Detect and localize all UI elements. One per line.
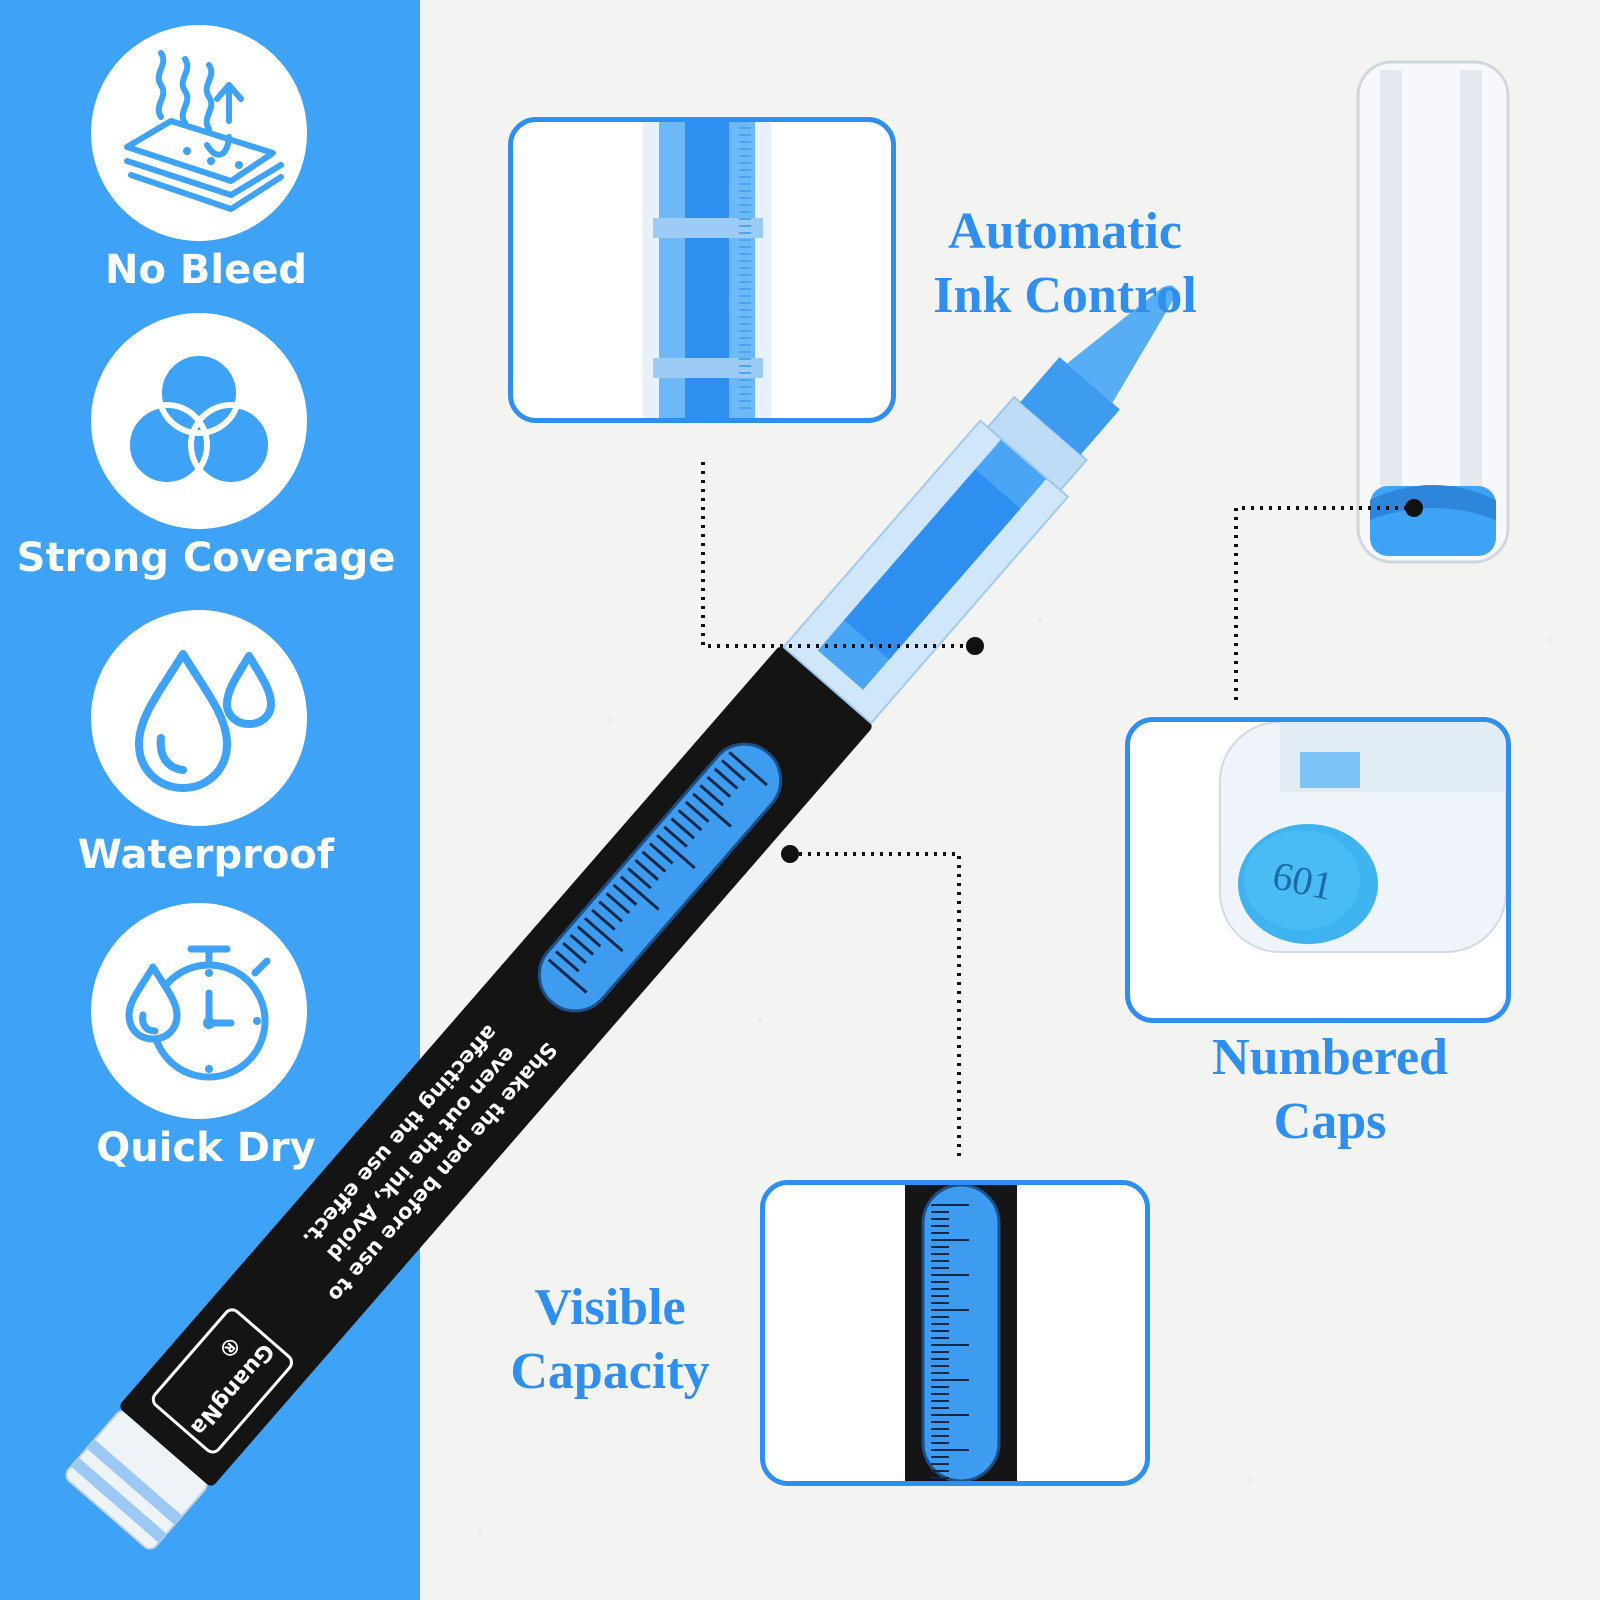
ink-feed-closeup	[643, 122, 771, 418]
leader-dot	[1405, 499, 1423, 517]
feature-label: Quick Dry	[96, 1125, 316, 1171]
feature-label: Strong Coverage	[16, 535, 396, 581]
pen-cap	[1356, 60, 1510, 564]
feature-badge	[91, 25, 307, 241]
no-bleed-icon	[124, 50, 284, 212]
graduation-tick	[583, 917, 624, 953]
graduation-tick	[728, 751, 768, 787]
graduation-tick	[591, 908, 616, 931]
graduation-tick	[612, 883, 638, 906]
graduation-tick	[677, 809, 703, 832]
stopwatch-drop-icon	[125, 945, 271, 1081]
graduation-tick	[547, 958, 588, 994]
ink-control-inset	[508, 117, 896, 423]
callout-visible-capacity: Visible Capacity	[490, 1276, 730, 1404]
callout-line: Caps	[1273, 1093, 1387, 1150]
graduation-tick	[713, 767, 739, 790]
graduation-tick	[555, 950, 580, 973]
graduation-tick	[721, 759, 746, 782]
graduation-tick	[562, 942, 587, 964]
cap-closeup: 601	[1219, 722, 1506, 953]
feature-badge	[91, 610, 307, 826]
graduation-tick	[598, 900, 623, 923]
feature-label: Waterproof	[77, 832, 335, 878]
graduation-tick	[619, 875, 660, 911]
graduation-tick	[706, 775, 732, 798]
graduation-tick	[605, 892, 631, 915]
callout-line: Capacity	[510, 1343, 710, 1400]
ink-window	[537, 742, 783, 1013]
callout-line: Automatic	[948, 203, 1182, 260]
feature-badge	[91, 903, 307, 1119]
water-drops-icon	[135, 650, 275, 792]
graduation-tick	[641, 850, 667, 873]
graduation-tick	[576, 925, 602, 948]
overlapping-circles-icon	[124, 350, 274, 488]
callout-automatic-ink-control: Automatic Ink Control	[915, 200, 1215, 328]
feature-badge	[91, 313, 307, 529]
ink-window-closeup	[905, 1185, 1017, 1481]
feature-label: No Bleed	[105, 247, 307, 293]
graduation-tick	[663, 825, 688, 848]
graduation-tick	[634, 859, 660, 881]
graduation-tick	[692, 792, 732, 828]
graduation-tick	[670, 817, 696, 840]
callout-numbered-caps: Numbered Caps	[1180, 1026, 1480, 1154]
feature-sidebar: No Bleed Strong Coverage	[0, 0, 420, 1600]
callout-line: Visible	[534, 1279, 686, 1336]
graduation-tick	[569, 933, 595, 956]
graduation-tick	[656, 834, 696, 870]
graduation-tick	[627, 867, 652, 890]
visible-capacity-inset	[760, 1180, 1150, 1486]
graduation-tick	[648, 842, 674, 865]
callout-line: Ink Control	[933, 267, 1197, 324]
graduation-tick	[699, 784, 724, 807]
numbered-caps-inset: 601	[1125, 717, 1511, 1023]
leader-lines	[701, 462, 1414, 1160]
graduation-tick	[684, 800, 710, 823]
leader-dot	[781, 845, 799, 863]
callout-line: Numbered	[1212, 1029, 1448, 1086]
leader-dot	[966, 637, 984, 655]
